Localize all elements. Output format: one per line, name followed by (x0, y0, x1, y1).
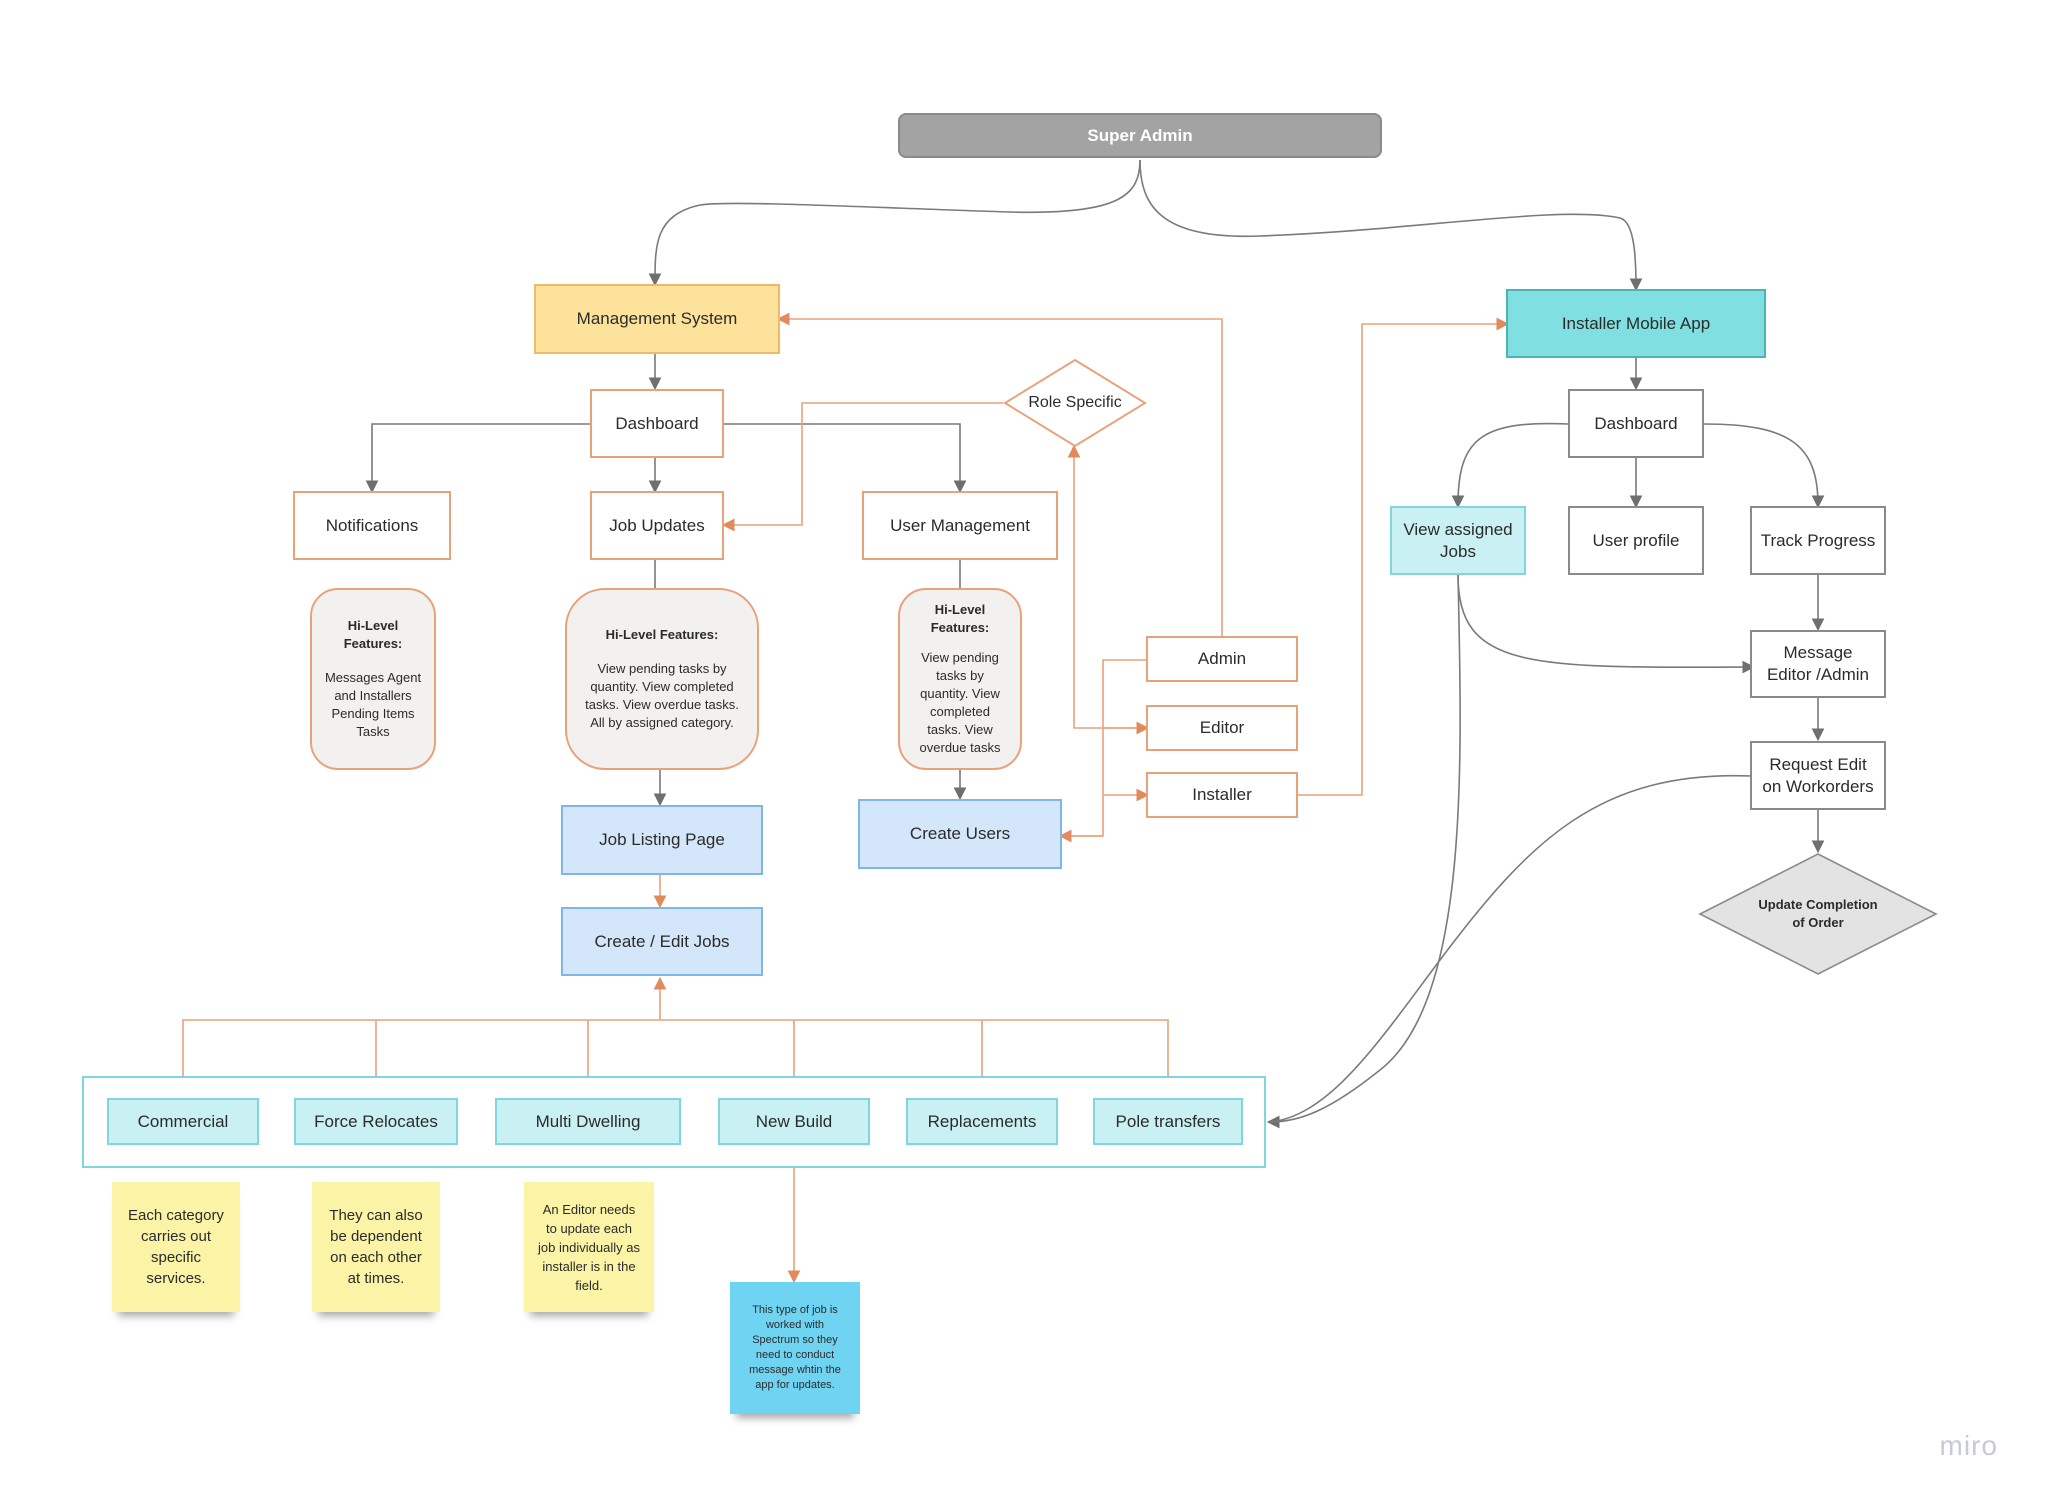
installer-role-node[interactable]: Installer (1146, 772, 1298, 818)
user-management-node[interactable]: User Management (862, 491, 1058, 560)
request-edit-workorders-node[interactable]: Request Edit on Workorders (1750, 741, 1886, 810)
connector-appdash-to-viewjobs (1451, 422, 1569, 509)
category-replacements[interactable]: Replacements (906, 1098, 1058, 1145)
mgmt-dashboard-node[interactable]: Dashboard (590, 389, 724, 458)
connector-admin-to-mgmt (776, 312, 1223, 636)
connector-super-to-mgmt (648, 159, 1141, 287)
super-admin-node[interactable]: Super Admin (898, 113, 1382, 158)
create-users-node[interactable]: Create Users (858, 799, 1062, 869)
editor-role-node[interactable]: Editor (1146, 705, 1298, 751)
view-assigned-jobs-node[interactable]: View assigned Jobs (1390, 506, 1526, 575)
role-specific-label: Role Specific (1028, 394, 1122, 411)
user-management-features: Hi-Level Features: View pending tasks by… (898, 588, 1022, 770)
notifications-node[interactable]: Notifications (293, 491, 451, 560)
connector-appdash-to-track (1703, 423, 1825, 509)
connector-role-to-jobupdates (721, 402, 1003, 532)
connector-installer-to-app (1298, 317, 1510, 796)
update-completion-diamond[interactable]: Update Completion of Order (1698, 852, 1938, 976)
job-updates-features: Hi-Level Features: View pending tasks by… (565, 588, 759, 770)
diamond-shape (1003, 358, 1147, 448)
notifications-features: Hi-Level Features: Messages Agent and In… (310, 588, 436, 770)
category-multi-dwelling[interactable]: Multi Dwelling (495, 1098, 681, 1145)
category-commercial[interactable]: Commercial (107, 1098, 259, 1145)
connector-editor-to-role (1067, 444, 1146, 729)
connector-super-to-app (1139, 159, 1643, 292)
connector-viewjobs-to-poletransfers (1266, 574, 1461, 1129)
category-new-build[interactable]: New Build (718, 1098, 870, 1145)
diamond-shape (1698, 853, 1938, 975)
track-progress-node[interactable]: Track Progress (1750, 506, 1886, 575)
message-editor-admin-node[interactable]: Message Editor /Admin (1750, 630, 1886, 698)
category-pole-transfers[interactable]: Pole transfers (1093, 1098, 1243, 1145)
job-updates-node[interactable]: Job Updates (590, 491, 724, 560)
connector-dashboard-to-usermgmt (722, 423, 967, 494)
miro-watermark: miro (1939, 1430, 1998, 1461)
sticky-note-each-category: Each category carries out specific servi… (112, 1182, 240, 1312)
connector-categories-bus (182, 1019, 1169, 1098)
category-force-relocates[interactable]: Force Relocates (294, 1098, 458, 1145)
admin-role-node[interactable]: Admin (1146, 636, 1298, 682)
features-body: View pending tasks by quantity. View com… (585, 661, 739, 730)
sticky-note-editor-update: An Editor needs to update each job indiv… (524, 1182, 654, 1312)
features-title: Hi-Level Features: (605, 627, 719, 642)
role-specific-diamond[interactable]: Role Specific (1003, 358, 1147, 448)
update-completion-label: Update Completion of Order (1758, 897, 1878, 930)
management-system-node[interactable]: Management System (534, 284, 780, 354)
app-dashboard-node[interactable]: Dashboard (1568, 389, 1704, 458)
connector-viewjobs-to-message (1457, 574, 1756, 674)
installer-mobile-app-node[interactable]: Installer Mobile App (1506, 289, 1766, 358)
create-edit-jobs-node[interactable]: Create / Edit Jobs (561, 907, 763, 976)
features-title: Hi-Level Features: (343, 618, 403, 651)
sticky-note-spectrum: This type of job is worked with Spectrum… (730, 1282, 860, 1414)
features-body: View pending tasks by quantity. View com… (919, 650, 1001, 755)
user-profile-node[interactable]: User profile (1568, 506, 1704, 575)
job-listing-page-node[interactable]: Job Listing Page (561, 805, 763, 875)
connector-request-to-poletransfers (1269, 774, 1753, 1123)
connector-dashboard-to-notifications (365, 423, 590, 494)
sticky-note-dependent: They can also be dependent on each other… (312, 1182, 440, 1312)
features-body: Messages Agent and Installers Pending It… (324, 670, 422, 739)
features-title: Hi-Level Features: (930, 602, 990, 635)
